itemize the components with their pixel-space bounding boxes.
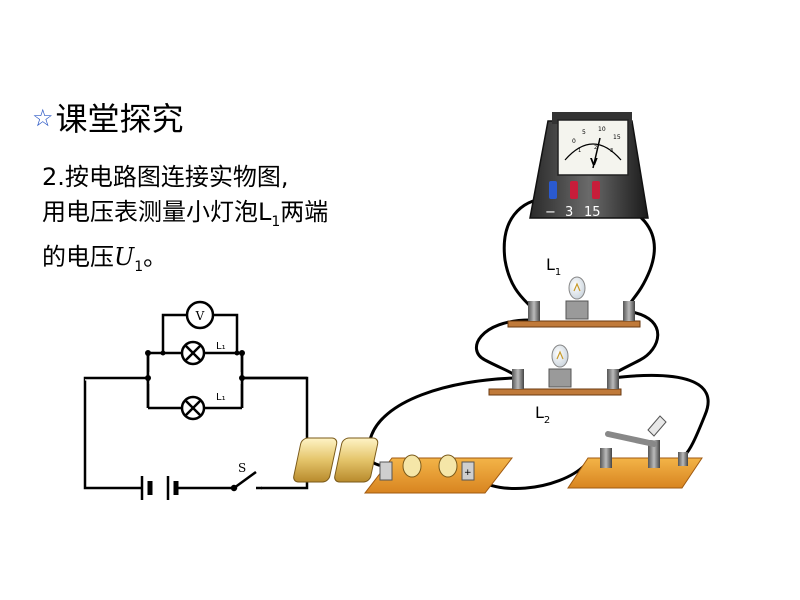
- wire-l2-to-switch: [610, 373, 710, 457]
- meter-needle: [592, 137, 601, 169]
- star-icon: ☆: [32, 104, 54, 132]
- lamp-l1-symbol: [180, 340, 206, 366]
- lamp-l2-symbol: [180, 395, 206, 421]
- schematic-nodes: [145, 350, 245, 381]
- meter-v-symbol: V: [590, 157, 598, 168]
- schematic-switch-mask: [225, 480, 261, 496]
- svg-text:2: 2: [594, 145, 597, 151]
- task-line-3: 的电压U1。: [42, 242, 168, 275]
- task-line-2: 用电压表测量小灯泡L1两端: [42, 198, 329, 230]
- wire-meter-to-l1-left: [502, 196, 550, 310]
- bulb-l1-icon: [568, 276, 586, 300]
- voltmeter-device: 0 5 10 15 1 2 3 V − 3 15: [529, 112, 649, 220]
- schematic-top-mask: [148, 372, 242, 384]
- heading-text: 课堂探究: [55, 100, 184, 138]
- schematic-outer-loop: [83, 376, 309, 490]
- lamp-holder-l2: [488, 344, 622, 396]
- bulb-l2-icon: [551, 344, 569, 368]
- lamp-holder-l1: [507, 276, 641, 328]
- section-heading: ☆课堂探究: [32, 94, 184, 140]
- battery-holder: +: [293, 437, 514, 494]
- switch-label: S: [238, 461, 246, 475]
- battery-symbol: [130, 476, 200, 500]
- switch-symbol: [225, 470, 262, 492]
- wire-l1-left-to-l2-left: [474, 318, 532, 378]
- label-l1: L1: [546, 255, 561, 278]
- svg-text:3: 3: [610, 148, 613, 154]
- task-text: 2.按电路图连接实物图, 用电压表测量小灯泡L1两端 的电压U1。: [42, 160, 328, 285]
- lamp-l1-label: L₁: [216, 341, 226, 352]
- svg-text:10: 10: [598, 126, 606, 133]
- battery-plus-mark: +: [464, 468, 472, 478]
- svg-text:5: 5: [582, 129, 586, 136]
- switch-blade: [605, 431, 657, 447]
- terminal-3[interactable]: [570, 181, 578, 199]
- svg-text:15: 15: [584, 205, 601, 220]
- lamp-l2-label: L₁: [216, 392, 226, 403]
- terminal-15[interactable]: [592, 181, 600, 199]
- terminal-negative[interactable]: [549, 181, 557, 199]
- switch-handle: [647, 415, 667, 437]
- task-line-1: 2.按电路图连接实物图,: [42, 163, 289, 191]
- battery-cell-1: [293, 437, 338, 483]
- voltmeter-symbol: V: [185, 300, 215, 330]
- svg-text:V: V: [195, 309, 205, 323]
- label-l2: L2: [535, 403, 550, 426]
- svg-text:1: 1: [578, 148, 581, 154]
- battery-cell-2: [334, 437, 379, 483]
- svg-text:0: 0: [572, 138, 576, 145]
- svg-text:3: 3: [565, 205, 573, 220]
- knife-switch[interactable]: [567, 415, 703, 489]
- svg-text:−: −: [545, 205, 556, 220]
- svg-text:15: 15: [613, 134, 621, 141]
